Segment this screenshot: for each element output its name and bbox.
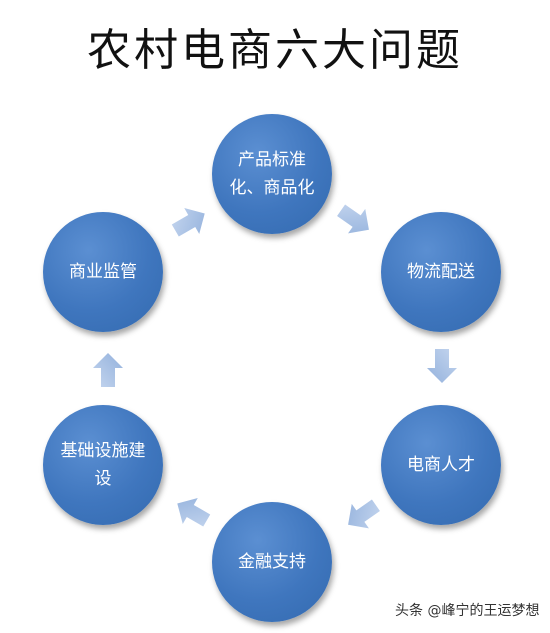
arrow-finance-to-infrastructure <box>177 498 211 527</box>
node-talent: 电商人才 <box>381 405 501 525</box>
node-logistics: 物流配送 <box>381 212 501 332</box>
node-label: 基础设施建设 <box>60 441 146 489</box>
node-label: 电商人才 <box>407 455 475 475</box>
arrow-supervision-to-product <box>171 208 205 237</box>
node-supervision: 商业监管 <box>43 212 163 332</box>
arrow-product-to-logistics <box>337 204 369 234</box>
arrow-logistics-to-talent <box>427 349 457 383</box>
node-label: 商业监管 <box>69 262 137 282</box>
node-finance: 金融支持 <box>212 502 332 622</box>
diagram-title: 农村电商六大问题 <box>87 25 463 76</box>
node-product-standardization: 产品标准化、商品化 <box>212 114 332 234</box>
node-label: 物流配送 <box>407 262 475 282</box>
node-label: 金融支持 <box>238 552 306 572</box>
node-infrastructure: 基础设施建设 <box>43 405 163 525</box>
watermark: 头条 @峰宁的王运梦想 <box>395 603 540 619</box>
node-label: 产品标准化、商品化 <box>229 150 315 198</box>
arrow-talent-to-finance <box>348 499 380 529</box>
arrow-infrastructure-to-supervision <box>93 353 123 387</box>
